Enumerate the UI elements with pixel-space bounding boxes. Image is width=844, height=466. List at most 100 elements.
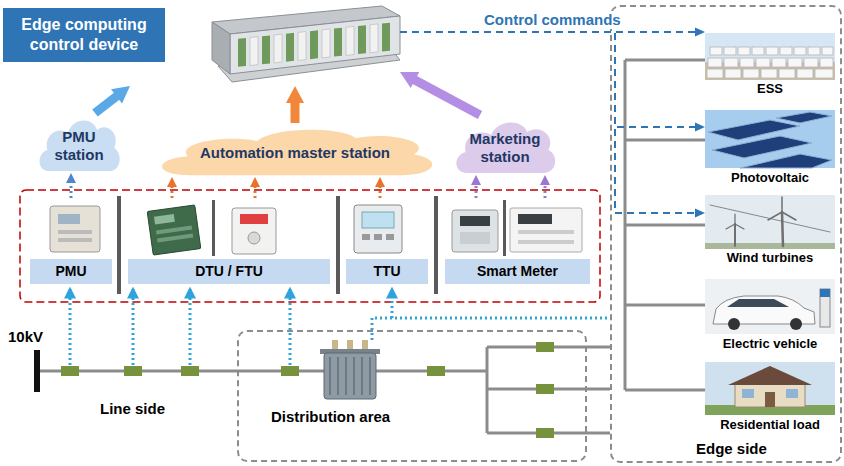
edge-device-picture-g-rect <box>250 37 258 66</box>
ess-picture-g-rect <box>804 58 818 67</box>
ess-picture-g-rect <box>815 69 833 78</box>
ess-picture-g-rect <box>756 58 770 67</box>
transformer-picture-g-line <box>329 357 331 395</box>
connector <box>400 32 705 218</box>
busbar <box>34 350 40 392</box>
connector <box>540 175 550 198</box>
edge-device-picture-polygon <box>230 16 400 74</box>
measurement-links <box>70 289 612 365</box>
measuring-points-rect <box>124 366 142 376</box>
wind-turbine-picture-g <box>710 197 830 246</box>
residential-picture-rect <box>735 383 805 407</box>
terminal-pictures-g-rect <box>156 226 192 235</box>
ess-picture-g-rect <box>738 47 750 55</box>
connector <box>471 175 481 198</box>
transformer-picture-rect <box>324 353 376 399</box>
ess-picture-g <box>707 47 833 78</box>
transformer-picture-g <box>330 357 370 395</box>
wind-turbine-picture-g-line <box>726 224 735 229</box>
device-label: Edge computing control device <box>3 8 165 62</box>
arrow-head <box>111 86 130 104</box>
wind-turbine-picture-g-line <box>782 212 796 220</box>
terminal-group: DTU / FTU <box>128 198 330 284</box>
residential-picture <box>705 362 835 415</box>
edge-label: Control commands <box>481 11 624 29</box>
connector-line <box>475 183 478 198</box>
edge-device-picture-g-rect <box>310 30 318 59</box>
measurement-links-path <box>372 318 612 340</box>
terminal-pictures-rect <box>58 230 92 234</box>
electric-vehicle-picture-circle <box>728 318 740 330</box>
separator-bars-rect <box>503 200 506 256</box>
connector-line <box>291 100 300 123</box>
ess-picture-g-rect <box>780 47 792 55</box>
arrow-head <box>167 177 177 187</box>
resource-name: Wind turbines <box>705 250 835 266</box>
edge-device-picture-g-rect <box>262 35 270 64</box>
residential-picture-rect <box>742 389 754 398</box>
electric-vehicle-picture-rect <box>705 279 835 334</box>
residential-picture-rect <box>786 389 798 398</box>
terminal-pictures-rect <box>518 240 574 244</box>
separator-bars-rect <box>434 196 438 294</box>
resource-name: Electric vehicle <box>705 336 835 352</box>
connector <box>286 86 304 123</box>
arrow-head <box>400 72 419 88</box>
terminal-pictures-rect <box>460 216 490 226</box>
ess-picture-g-rect <box>724 47 736 55</box>
terminal-name: PMU <box>30 259 112 284</box>
ess-picture-g-rect <box>820 58 833 67</box>
arrow-head <box>695 28 705 37</box>
ess-picture-g-rect <box>808 47 820 55</box>
edge-device-picture-g-rect <box>358 25 366 54</box>
edge-device-picture-g <box>238 23 390 67</box>
arrow-head <box>286 86 304 103</box>
ess-picture-g-rect <box>794 47 806 55</box>
measuring-points <box>61 342 554 438</box>
edge-device-picture-g-rect <box>346 26 354 55</box>
edge-device-picture-g-rect <box>274 34 282 63</box>
arrow-head <box>695 123 705 132</box>
transformer-picture-g-line <box>353 357 355 395</box>
ess-picture-g-rect <box>772 58 786 67</box>
connector <box>167 177 177 198</box>
ess-picture-g-rect <box>710 47 722 55</box>
edge-device-picture-g-rect <box>382 23 390 52</box>
feeder-wires-path <box>40 370 487 373</box>
transformer-picture-g-line <box>361 357 363 395</box>
station-name: Marketing station <box>452 130 558 166</box>
wind-turbine-picture-g-line <box>781 197 783 212</box>
connector <box>400 72 480 115</box>
connector-line <box>412 78 480 115</box>
arrow-head <box>250 177 260 187</box>
arrow-head <box>66 173 76 183</box>
electric-vehicle-picture <box>705 279 835 334</box>
terminal-pictures-rect <box>518 214 552 224</box>
ess-picture-rect <box>705 33 835 80</box>
separator-bars-rect <box>117 196 121 294</box>
area-name: Edge side <box>696 440 767 458</box>
resource-name: Photovoltaic <box>705 170 835 186</box>
wind-turbine-picture-g-line <box>734 214 735 224</box>
edge-device-picture-g-rect <box>370 24 378 53</box>
ess-picture-g-rect <box>725 69 741 78</box>
arrow-head <box>540 175 550 185</box>
connector <box>400 32 705 132</box>
station-name: PMU station <box>36 128 122 164</box>
terminal-pictures-rect <box>354 205 402 253</box>
area-region: Edge sideESSPhotovoltaicWind turbinesEle… <box>610 5 842 463</box>
residential-picture-rect <box>705 362 835 415</box>
measuring-points-rect <box>536 342 554 352</box>
feeder-wires-path <box>625 139 705 142</box>
edge-device-picture-g-rect <box>298 32 306 61</box>
transformer-picture-g-line <box>369 357 371 395</box>
terminal-pictures-rect <box>362 212 394 228</box>
connector-line <box>544 183 547 198</box>
feeder-wires-path <box>625 304 705 307</box>
connector <box>95 86 130 113</box>
station-cloud: Marketing station <box>452 115 558 175</box>
separator-bars-rect <box>212 200 215 256</box>
measuring-points-rect <box>536 384 554 394</box>
ess-picture-g-rect <box>743 69 759 78</box>
terminal-group: Smart Meter <box>445 198 590 284</box>
